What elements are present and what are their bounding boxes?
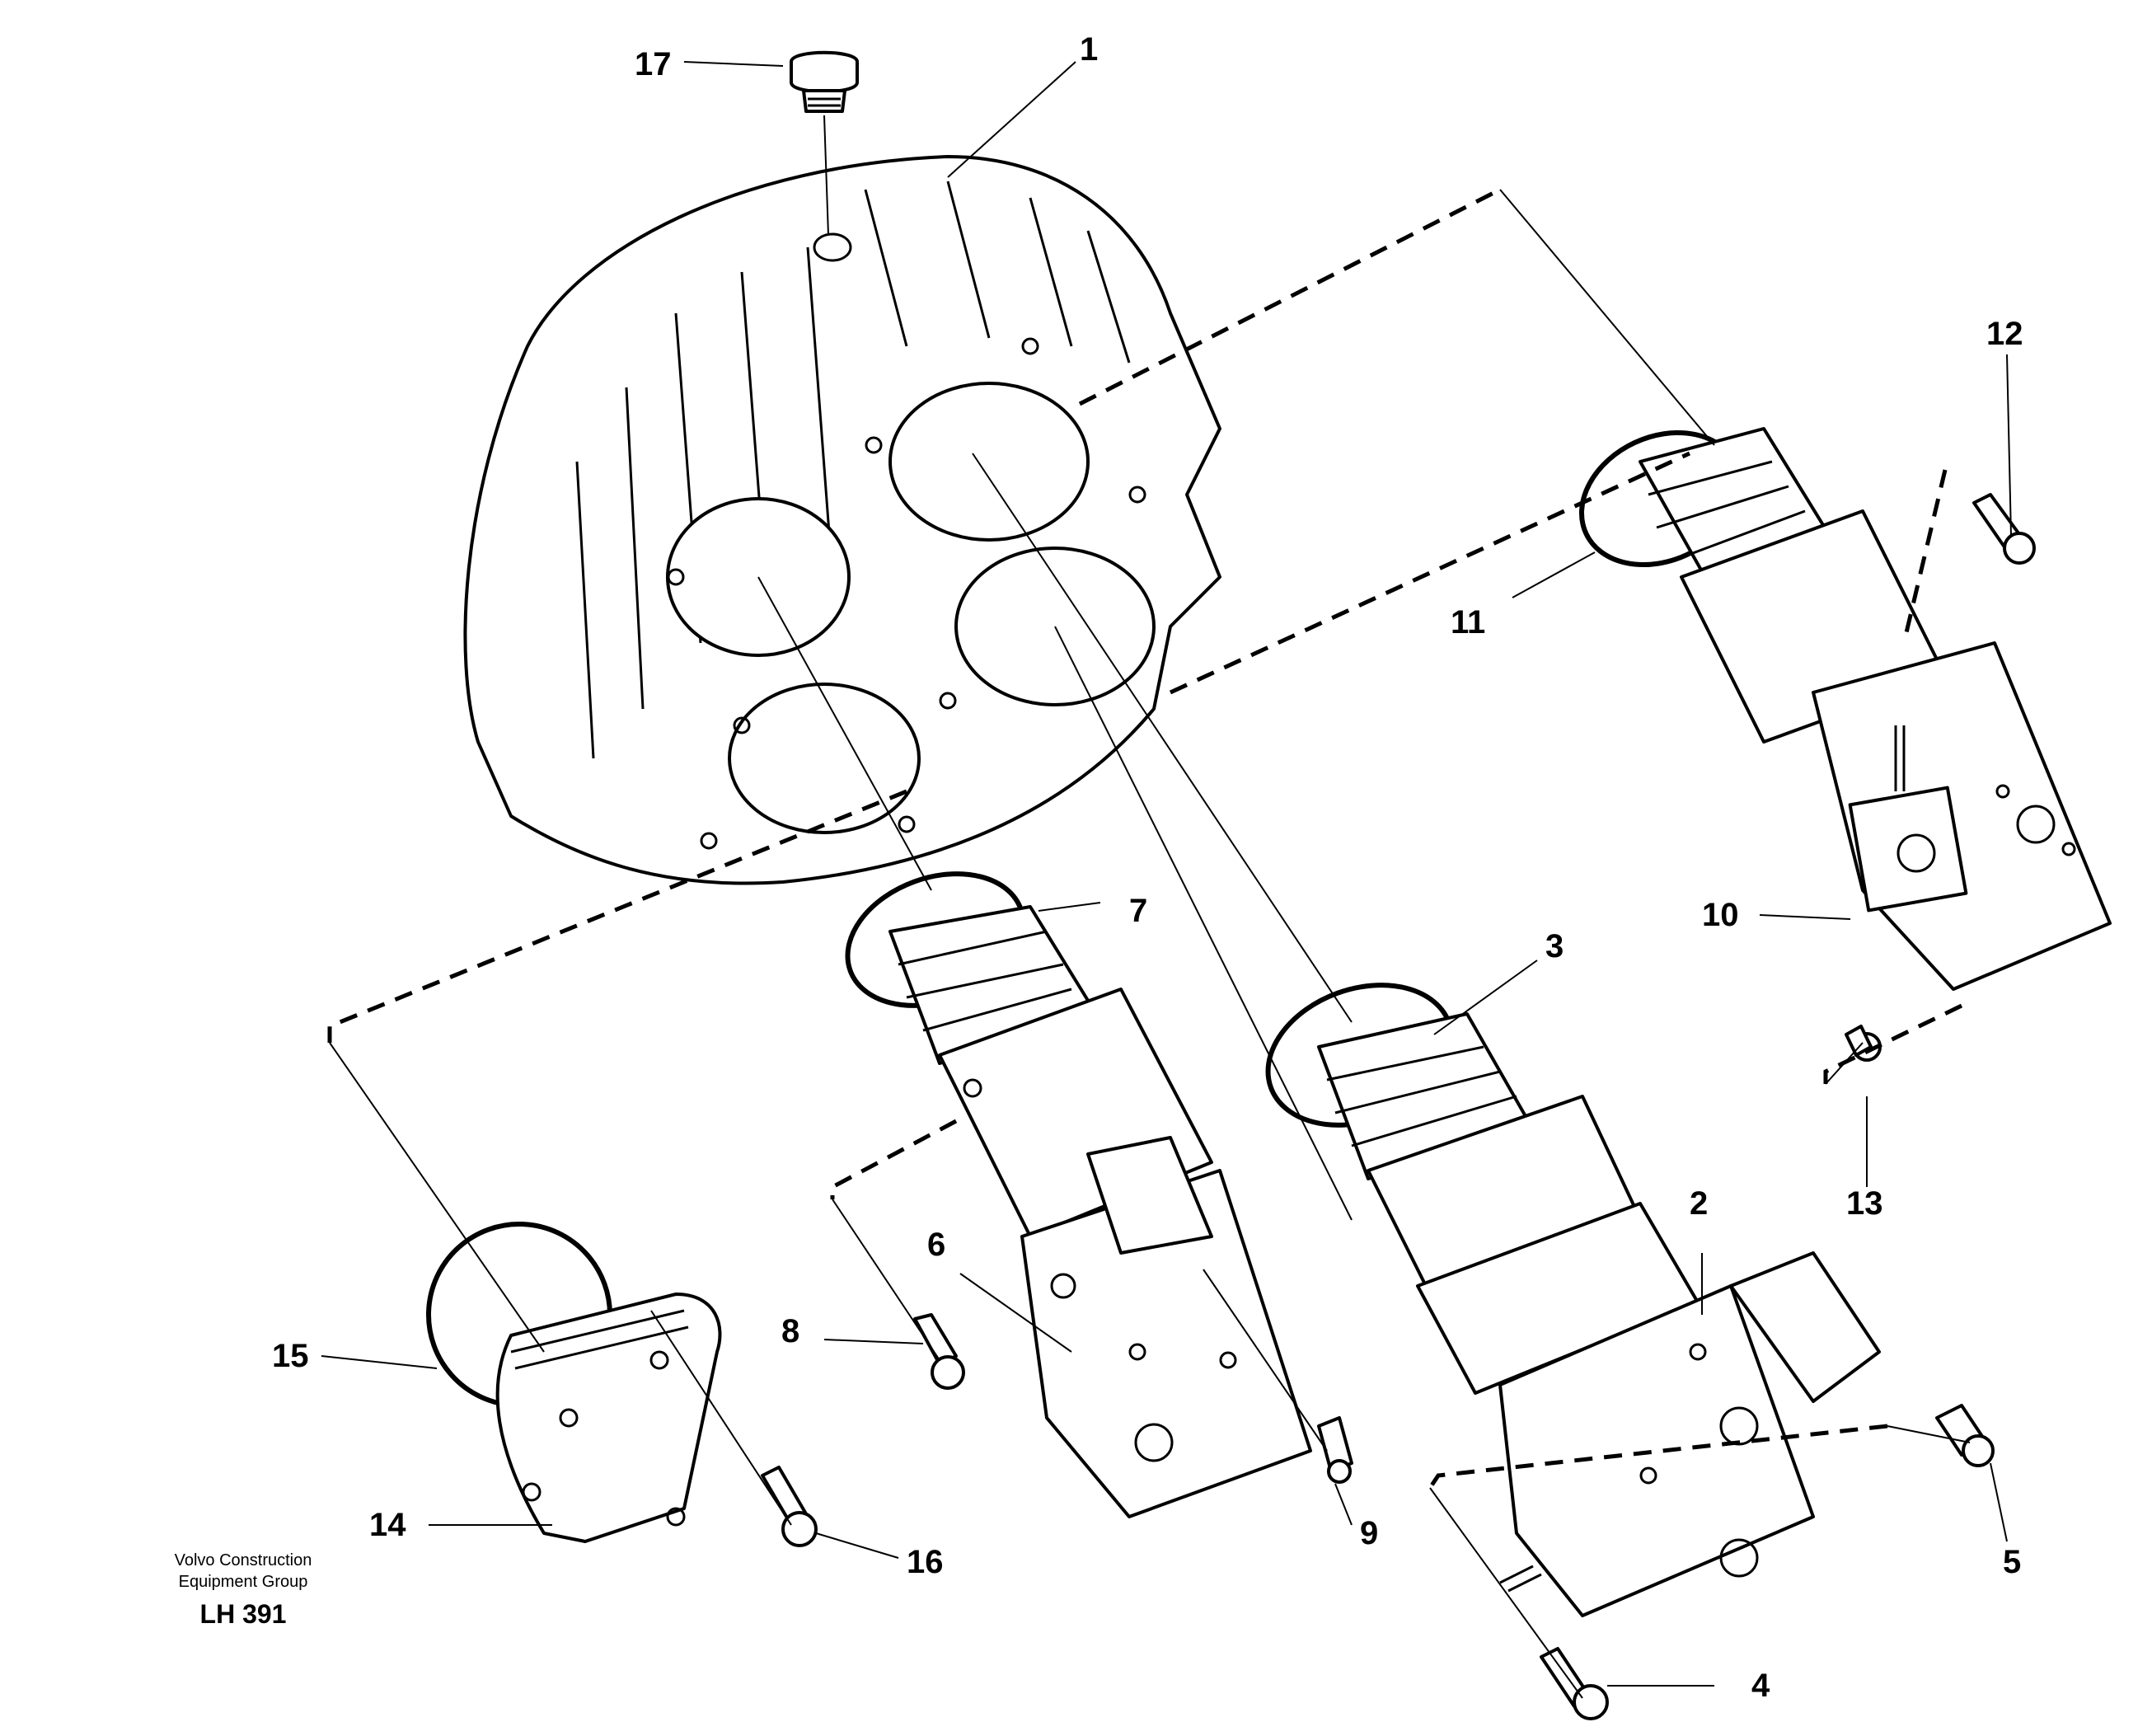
callout-16: 16 <box>907 1544 944 1580</box>
callout-5: 5 <box>2003 1544 2022 1580</box>
bolt-part-8 <box>913 1313 965 1390</box>
housing-part-1 <box>463 155 1221 885</box>
callout-3: 3 <box>1545 928 1564 964</box>
caption-diagram-code: LH 391 <box>199 1599 287 1629</box>
callout-7: 7 <box>1129 893 1148 929</box>
callout-8: 8 <box>781 1313 800 1349</box>
fitting-part-5 <box>1935 1404 1995 1467</box>
callout-1: 1 <box>1080 31 1099 68</box>
callout-9: 9 <box>1360 1515 1379 1551</box>
callout-2: 2 <box>1690 1185 1709 1222</box>
caption-company-line-1: Volvo Construction <box>174 1551 312 1569</box>
nipple-part-9 <box>1317 1416 1353 1484</box>
callout-4: 4 <box>1751 1668 1770 1704</box>
diagram-caption: Volvo Construction Equipment Group LH 39… <box>144 1550 342 1630</box>
assembly-dashed-lines <box>327 187 1963 1490</box>
caption-company-line-2: Equipment Group <box>178 1573 308 1591</box>
callout-17: 17 <box>635 46 672 82</box>
callout-11: 11 <box>1451 604 1486 640</box>
plug-part-17 <box>790 50 859 113</box>
cover-part-14 <box>426 1222 722 1543</box>
callout-10: 10 <box>1702 897 1739 933</box>
motor-assembly-part-6 <box>845 871 1312 1518</box>
alignment-lines <box>329 189 1971 1699</box>
bolt-part-16 <box>761 1466 818 1547</box>
callout-15: 15 <box>272 1338 309 1374</box>
bolt-part-4 <box>1540 1647 1609 1720</box>
bolt-part-12 <box>1972 493 2036 565</box>
callout-12: 12 <box>1986 316 2023 352</box>
callout-14: 14 <box>369 1507 406 1543</box>
callout-leaders <box>321 61 2012 1687</box>
motor-assembly-part-10 <box>1578 427 2112 991</box>
callout-6: 6 <box>927 1227 946 1263</box>
callout-13: 13 <box>1846 1185 1883 1222</box>
motor-assembly-part-2 <box>1265 983 1881 1617</box>
plug-part-13 <box>1845 1025 1882 1062</box>
